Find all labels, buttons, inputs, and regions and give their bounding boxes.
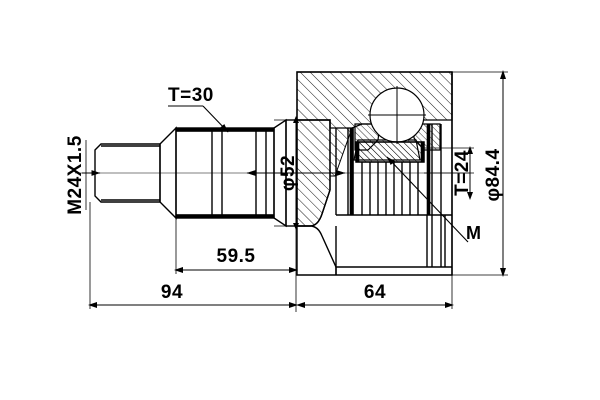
callout-thread-spec: M24X1.5 [65,135,101,215]
dimension-shaft-partial-length: 59.5 [174,218,298,312]
label-housing-diameter: φ84.4 [483,148,504,201]
label-marker-m: M [466,223,481,243]
label-shaft-total-length: 94 [161,282,183,303]
label-shaft-partial-length: 59.5 [217,246,256,267]
label-inner-spline: T=24 [452,150,473,196]
callout-outer-spline: T=30 [168,85,229,133]
dimension-housing-diameter: φ84.4 [452,70,508,277]
housing-internal-bore-lines [335,123,452,275]
label-shaft-diameter: φ52 [278,155,299,191]
dimension-shaft-total-length: 94 [88,202,298,309]
callout-marker-m: M [386,156,481,243]
label-outer-spline: T=30 [168,85,214,106]
label-thread-spec: M24X1.5 [65,135,86,215]
label-housing-length: 64 [364,282,386,303]
housing-lower-profile [297,72,453,275]
dimension-housing-length: 64 [296,275,454,309]
inner-race-spline [355,141,425,215]
dimension-inner-spline: T=24 [424,146,474,200]
